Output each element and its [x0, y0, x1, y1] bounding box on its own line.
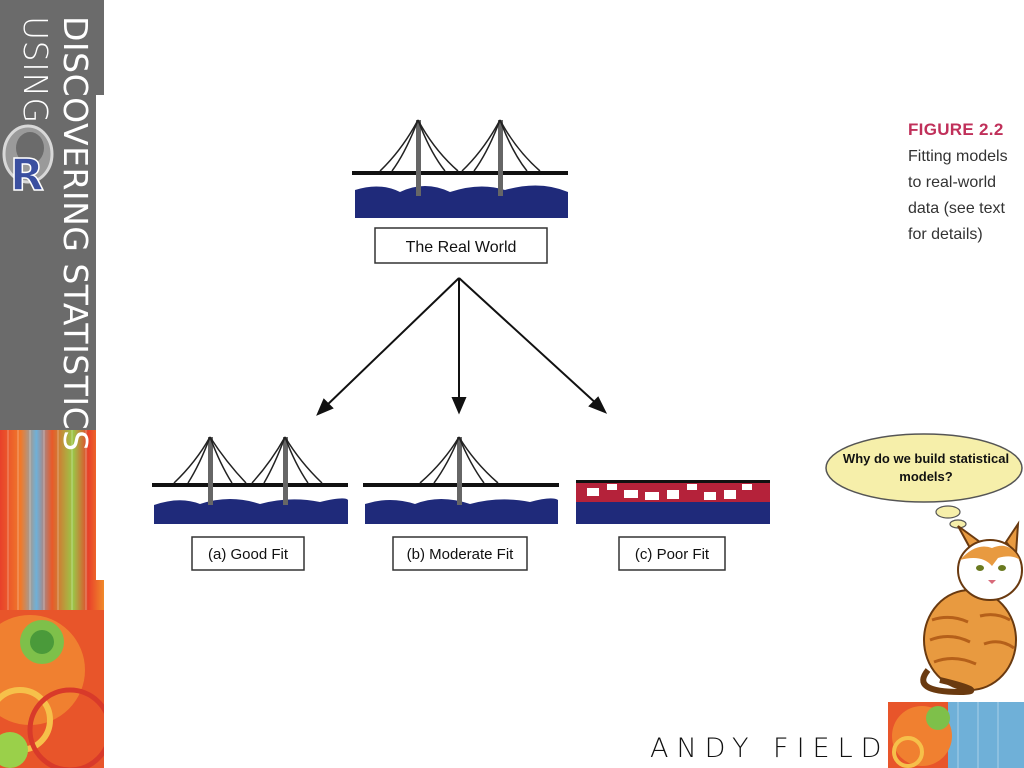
poor-fit-bridge [576, 480, 770, 524]
figure-caption: FIGURE 2.2 Fitting models to real-world … [908, 120, 1020, 248]
cat-icon [920, 520, 1023, 696]
sidebar-divider [96, 95, 104, 580]
r-logo-icon: R [2, 124, 54, 198]
poor-fit-label: (c) Poor Fit [635, 546, 710, 563]
author-name: ANDY FIELD [650, 733, 890, 764]
good-fit-bridge [152, 436, 348, 524]
book-title: DISCOVERING STATISTICS USING [0, 10, 104, 452]
real-world-label-box: The Real World [374, 227, 548, 264]
real-world-bridge [352, 119, 568, 218]
moderate-fit-label: (b) Moderate Fit [407, 546, 515, 563]
sidebar-grey-panel [0, 0, 104, 430]
good-fit-label-box: (a) Good Fit [191, 536, 305, 571]
corner-abstract-art [888, 702, 1024, 768]
sidebar-abstract-art [0, 430, 104, 768]
speech-bubble-text: Why do we build statistical models? [842, 451, 1010, 484]
figure-caption-text: Fitting models to real-world data (see t… [908, 148, 1008, 243]
book-title-line1: DISCOVERING STATISTICS [56, 16, 95, 452]
model-fit-diagram: The Real World (a) Good Fit [152, 119, 770, 571]
moderate-fit-bridge [363, 436, 559, 524]
cat-mascot [825, 433, 1023, 696]
real-world-label: The Real World [406, 239, 517, 256]
good-fit-label: (a) Good Fit [208, 546, 289, 563]
svg-text:R: R [10, 150, 44, 198]
arrows [316, 277, 608, 416]
moderate-fit-label-box: (b) Moderate Fit [392, 536, 528, 571]
book-cover-sidebar: R DISCOVERING STATISTICS USING [0, 0, 104, 768]
book-title-line2: USING [16, 16, 55, 124]
poor-fit-label-box: (c) Poor Fit [618, 536, 726, 571]
thought-bubble [825, 433, 1023, 529]
figure-number: FIGURE 2.2 [908, 120, 1004, 139]
